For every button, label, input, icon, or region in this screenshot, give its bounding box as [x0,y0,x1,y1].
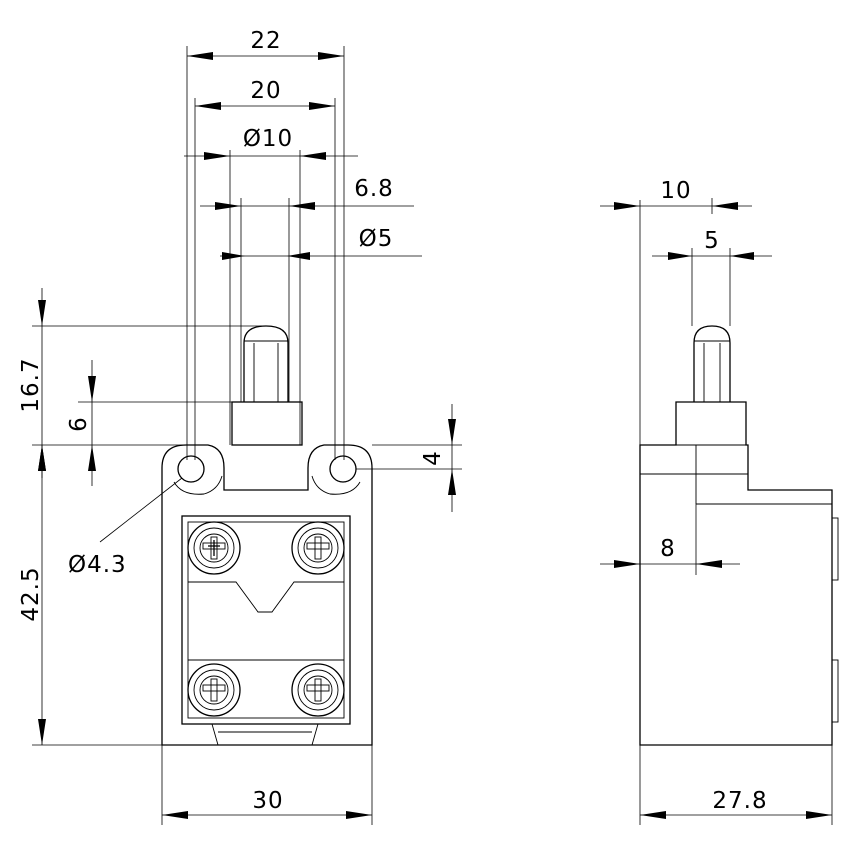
side-extension-lines [639,198,833,825]
terminal-window-inner [187,521,345,719]
dim-22-label: 22 [250,28,281,54]
dim-side-5-label: 5 [704,228,720,254]
mounting-hole-right [329,455,357,483]
side-bump-upper [831,517,839,581]
front-extension-lines [32,46,462,825]
terminal-window-outer [181,515,351,725]
dim-diameter-5-label: Ø5 [359,226,394,252]
front-body-outline [161,444,373,746]
dim-side-8-label: 8 [660,536,676,562]
dim-30-label: 30 [252,788,283,814]
dim-side-10-label: 10 [660,178,691,204]
screw-top-left [187,521,241,575]
screw-bottom-left [187,663,241,717]
screw-bottom-right [291,663,345,717]
dim-4-label: 4 [420,450,446,466]
plunger-housing [231,401,303,446]
screw-top-right [291,521,345,575]
dim-6-8-label: 6.8 [354,176,394,202]
dim-6-label: 6 [66,416,92,432]
right-ear-curve [311,475,361,495]
side-bump-lower [831,659,839,723]
left-ear-curve [173,475,223,495]
dim-16-7-label: 16.7 [18,357,44,412]
plunger-rod [243,325,289,402]
dim-42-5-label: 42.5 [18,566,44,621]
side-plunger-rod [693,325,731,402]
mounting-hole-left [177,455,205,483]
terminal-separator-upper [188,581,344,613]
side-body-outline [639,401,833,746]
dim-diameter-10-label: Ø10 [243,126,293,152]
terminal-bottom-tab [211,723,319,746]
dim-side-27-8-label: 27.8 [712,788,767,814]
dim-hole-diameter-label: Ø4.3 [68,552,127,578]
side-view: 10 5 8 27.8 [600,178,839,825]
front-view: 22 20 Ø10 6.8 Ø5 16.7 6 [18,28,462,825]
dim-20-label: 20 [250,78,281,104]
